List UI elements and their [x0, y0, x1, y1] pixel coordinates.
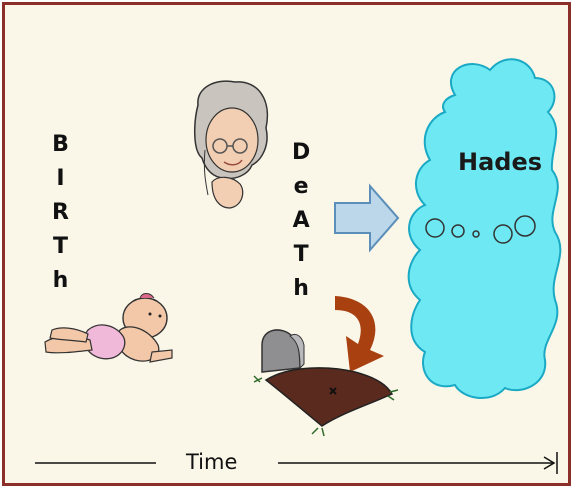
death-letter: T: [294, 238, 309, 272]
death-vertical-word: D e A T h: [292, 136, 310, 306]
grave-mound-icon: [254, 368, 398, 436]
death-letter: D: [292, 136, 310, 170]
birth-vertical-word: B I R T h: [52, 128, 69, 298]
birth-letter: h: [53, 264, 69, 298]
death-letter: e: [294, 170, 309, 204]
time-label: Time: [186, 450, 237, 474]
birth-letter: B: [52, 128, 69, 162]
grandmother-face-icon: [195, 81, 268, 208]
gravestone-icon: [262, 330, 304, 372]
hades-label: Hades: [458, 148, 542, 176]
time-axis: [35, 452, 557, 474]
death-letter: A: [293, 204, 310, 238]
birth-letter: R: [52, 196, 69, 230]
curved-arrow-icon: [335, 296, 384, 372]
birth-letter: I: [56, 162, 64, 196]
right-arrow-icon: [335, 186, 398, 250]
birth-letter: T: [53, 230, 68, 264]
death-letter: h: [293, 272, 309, 306]
baby-crawling-icon: [45, 294, 172, 363]
cloud-icon: [409, 59, 561, 398]
